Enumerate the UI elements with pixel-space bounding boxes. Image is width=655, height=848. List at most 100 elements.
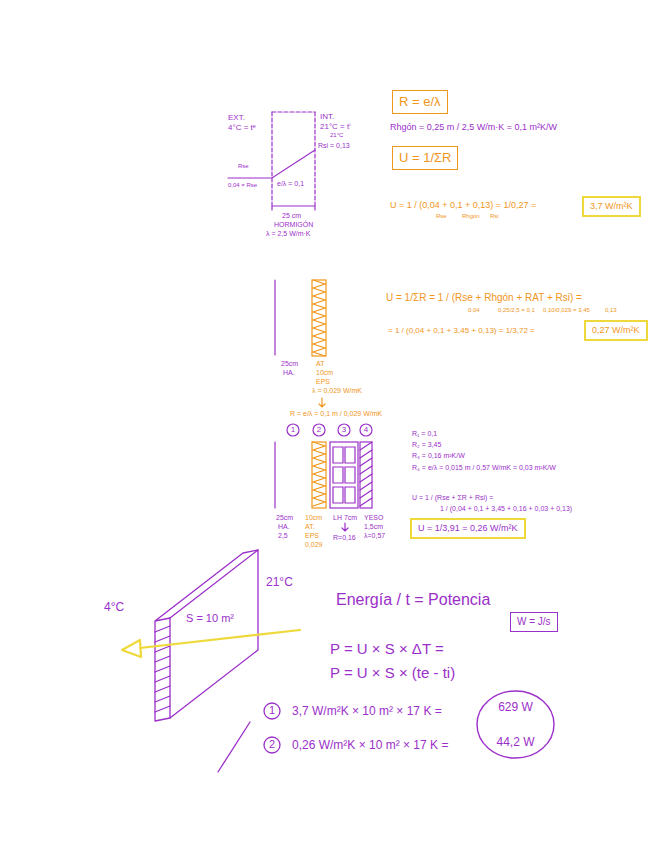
outline [477, 691, 554, 758]
concrete-face [274, 442, 275, 508]
note-text: 4°C = tᵉ [228, 123, 256, 133]
note-text: S = 10 m² [186, 612, 234, 625]
note-text: LH 7cm [333, 514, 357, 522]
layer-number: 2 [312, 423, 326, 437]
node-text: R = e/λ [399, 94, 441, 110]
callout-number: 1 [263, 702, 281, 720]
note-text: EPS [316, 378, 330, 386]
note-text: U = 1 / (Rse + ΣR + Rsi) = [412, 494, 493, 502]
layer-number: 4 [359, 423, 373, 437]
note-text: 25cm [276, 514, 293, 522]
outline [338, 424, 350, 436]
layer-number: 1 [286, 423, 300, 437]
heat-flow-line [140, 630, 300, 648]
note-text: 0,10/0,029 = 3,45 [543, 307, 590, 314]
note-text: Rsi [490, 213, 499, 220]
note-text: AT. [305, 523, 315, 531]
note-text: HORMIGÓN [274, 221, 313, 229]
outline [360, 424, 372, 436]
note-text: 25cm [281, 360, 298, 368]
note-text: 10cm [316, 369, 333, 377]
note-text: EXT. [228, 113, 245, 123]
outline [287, 424, 299, 436]
note-text: R₁ = 0,1 [412, 430, 437, 438]
plaster-layer [360, 442, 372, 508]
node-text: 2 [317, 425, 321, 435]
note-text: λ=0,57 [364, 532, 385, 540]
node-text: 0,27 W/m²K [592, 325, 640, 336]
heat-flow-arrow [122, 630, 300, 657]
unit-box: W = J/s [510, 612, 558, 632]
note-text: U = 1 / (0,04 + 0,1 + 0,13) = 1/0,27 = [390, 200, 536, 211]
insulation-layer [312, 280, 326, 356]
outline [264, 703, 280, 719]
note-text: λ = 2,5 W/m·K [266, 230, 311, 238]
insulation-hatch [313, 442, 325, 506]
node-text: 1 [291, 425, 295, 435]
note-text: 0,25/2,5 = 0,1 [498, 307, 535, 314]
node-text: 629 W [498, 700, 533, 714]
note-text: P = U × S × (te - ti) [330, 664, 455, 682]
wall-section-1 [228, 112, 315, 210]
node-text: 3 [342, 425, 346, 435]
node-text: 44,2 W [496, 735, 534, 749]
note-text: P = U × S × ΔT = [330, 640, 444, 658]
note-text: 21°C [330, 132, 343, 139]
node-text: 4 [364, 425, 368, 435]
pen-stroke [218, 722, 250, 772]
note-text: R₄ = e/λ = 0,015 m / 0,57 W/mK = 0,03 m²… [412, 464, 556, 472]
note-text: λ = 0,029 W/mK [312, 387, 362, 395]
note-text: 0,13 [605, 307, 617, 314]
wall-slab [155, 550, 258, 772]
note-text: R = e/λ = 0,1 m / 0,029 W/mK [290, 410, 382, 418]
node-text: U = 1/3,91 = 0,26 W/m²K [418, 523, 518, 534]
note-text: = 1 / (0,04 + 0,1 + 3,45 + 0,13) = 1/3,7… [388, 326, 535, 336]
note-text: R₃ = 0,16 m²K/W [412, 452, 465, 460]
note-text: 21°C [266, 575, 293, 589]
note-text: Rhgón = 0,25 m / 2,5 W/m·K = 0,1 m²K/W [390, 122, 557, 133]
note-text: 10cm [305, 514, 322, 522]
brick-layer [330, 442, 358, 508]
note-text: HA. [278, 523, 290, 531]
note-text: INT. [320, 112, 334, 122]
note-text: 25 cm [282, 212, 301, 220]
insulation-layer [312, 442, 326, 508]
note-text: Rhgón [462, 213, 480, 220]
note-text: 3,7 W/m²K × 10 m² × 17 K = [292, 704, 442, 718]
node-text: 2 [269, 738, 275, 751]
note-text: Rse [238, 163, 249, 170]
note-text: 1,5cm [364, 523, 383, 531]
node-text: 3,7 W/m²K [590, 201, 633, 212]
leader-arrow [342, 523, 348, 531]
note-text: Rsi = 0,13 [318, 142, 350, 150]
wall-top [272, 111, 315, 112]
wall-face [314, 112, 315, 200]
wall-face [271, 112, 272, 200]
dimension-line [272, 202, 315, 210]
note-text: e/λ = 0,1 [277, 180, 304, 188]
node-text: W = J/s [517, 616, 551, 628]
note-text: 0,04 = Rse [228, 182, 257, 189]
note-text: 4°C [104, 600, 124, 614]
result-box: 0,27 W/m²K [584, 320, 648, 341]
note-text: EPS [305, 532, 319, 540]
note-text: Energía / t = Potencia [336, 590, 490, 609]
note-text: R₂ = 3,45 [412, 441, 441, 449]
node-text: U = 1/ΣR [399, 150, 451, 166]
note-text: YESO [364, 514, 383, 522]
heat-flow-head [122, 640, 141, 657]
wall-section-3 [275, 442, 372, 531]
note-text: 21°C = tⁱ [320, 122, 351, 132]
formula-box: U = 1/ΣR [392, 146, 458, 170]
note-text: 1 / (0,04 + 0,1 + 3,45 + 0,16 + 0,03 + 0… [440, 505, 572, 513]
outline [264, 737, 280, 753]
note-text: Rse [436, 213, 447, 220]
layer-number: 3 [337, 423, 351, 437]
brick-cells [333, 447, 355, 503]
note-text: HA. [283, 369, 295, 377]
result-box: 3,7 W/m²K [582, 196, 641, 217]
leader-arrow [319, 398, 325, 407]
temperature-line [228, 150, 315, 178]
result-box: U = 1/3,91 = 0,26 W/m²K [410, 518, 526, 539]
